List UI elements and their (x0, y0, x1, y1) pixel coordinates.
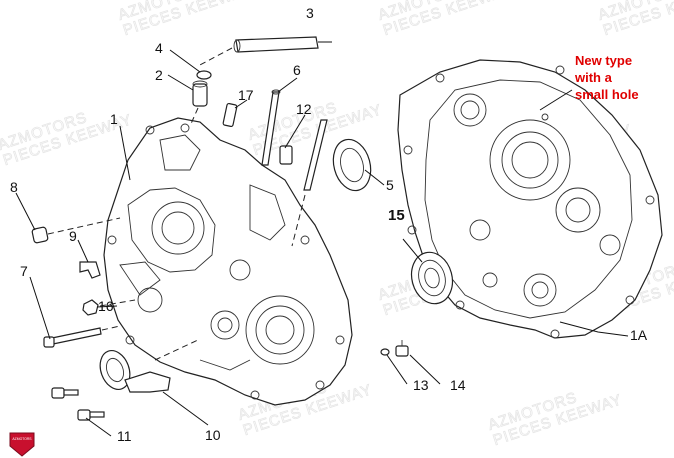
callout-7: 7 (20, 263, 28, 279)
oil-seal-drawing (332, 138, 372, 192)
cap-drawing (31, 217, 121, 244)
callout-13: 13 (413, 377, 429, 393)
callout-14: 14 (450, 377, 466, 393)
plug-drawing (380, 340, 409, 357)
callout-4: 4 (155, 40, 163, 56)
callout-8: 8 (10, 179, 18, 195)
stud-drawing (261, 89, 281, 166)
note-line-2: with a (574, 70, 613, 85)
right-crankcase-drawing (397, 59, 663, 339)
callout-17: 17 (238, 87, 254, 103)
screws-drawing (51, 387, 105, 421)
callout-10: 10 (205, 427, 221, 443)
callout-12: 12 (296, 101, 312, 117)
breather-tube-drawing (197, 36, 332, 67)
callout-15: 15 (388, 207, 405, 224)
note-line-3: small hole (575, 87, 639, 102)
new-type-note: New type with a small hole (574, 53, 639, 102)
callout-1: 1 (110, 111, 118, 127)
logo: AZMOTORS (9, 432, 35, 457)
note-line-1: New type (575, 53, 632, 68)
spacer-drawing (279, 119, 328, 247)
cover-drawing (99, 339, 199, 393)
callout-3: 3 (306, 5, 314, 21)
callout-labels: 1 2 3 4 6 5 7 8 9 10 11 12 13 14 15 16 1… (10, 5, 648, 444)
nut-drawing (82, 299, 136, 316)
callout-5: 5 (386, 177, 394, 193)
bearing-drawing (410, 251, 454, 305)
callout-11: 11 (117, 428, 132, 444)
fitting-drawing (189, 70, 212, 127)
bracket-drawing (79, 261, 101, 279)
logo-text: AZMOTORS (12, 437, 32, 441)
callout-16: 16 (98, 298, 114, 314)
shield-icon (9, 432, 35, 457)
bolt-drawing (43, 325, 121, 348)
callout-1a: 1A (630, 327, 648, 343)
leader-lines (15, 49, 629, 437)
left-crankcase-drawing (103, 117, 353, 406)
callout-2: 2 (155, 67, 163, 83)
callout-6: 6 (293, 62, 301, 78)
callout-9: 9 (69, 228, 77, 244)
dowel-drawing (222, 102, 238, 128)
